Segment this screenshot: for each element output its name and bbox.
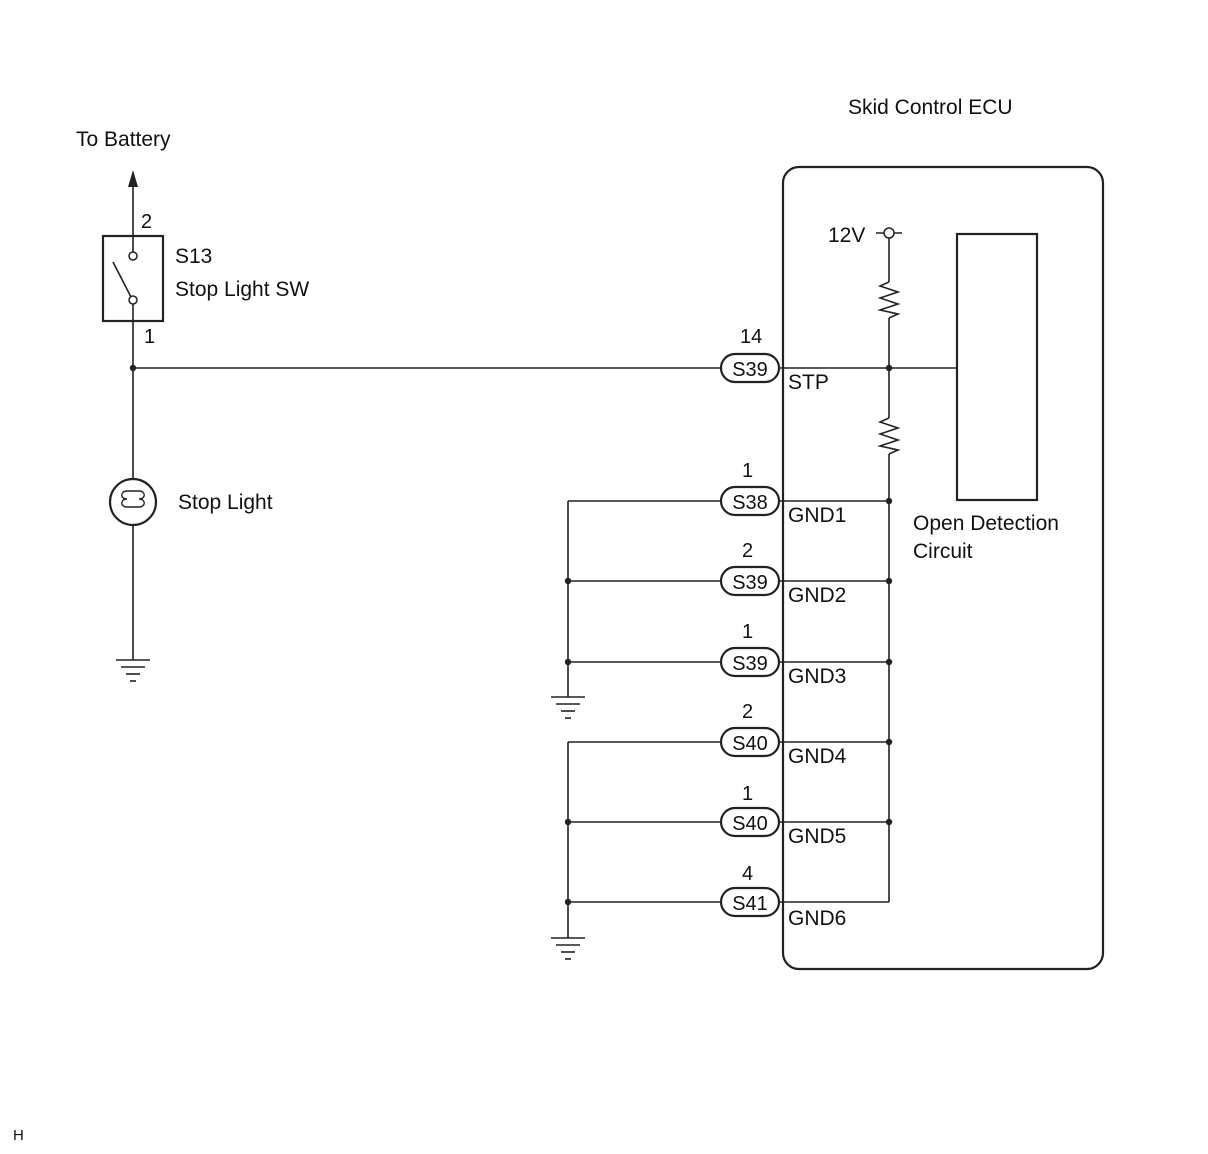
connector-code: S41: [732, 893, 768, 915]
stop-light-switch-icon: [101, 234, 165, 323]
ground-icon: [116, 659, 150, 682]
connector-signal: GND4: [788, 745, 847, 768]
open-detection-circuit-block: [955, 232, 1039, 502]
corner-code-label: H: [13, 1127, 24, 1144]
connector-code: S40: [732, 733, 768, 755]
connector-pin: 2: [742, 701, 753, 723]
connector-signal: GND6: [788, 907, 846, 930]
connector-gnd3: 1 S39 GND3: [719, 621, 846, 688]
connector-signal: GND3: [788, 665, 846, 688]
ecu-box: [781, 165, 1105, 971]
open-detection-label-2: Circuit: [913, 540, 973, 563]
voltage-label: 12V: [828, 224, 865, 247]
connector-signal: STP: [788, 371, 829, 394]
connector-pin: 14: [740, 326, 762, 348]
switch-pin-top: 2: [141, 211, 152, 233]
ground-icon: [551, 937, 585, 960]
connector-pin: 1: [742, 460, 753, 482]
switch-pin-bottom: 1: [144, 326, 155, 348]
connector-code: S38: [732, 492, 768, 514]
connector-code: S39: [732, 653, 768, 675]
connector-signal: GND1: [788, 504, 846, 527]
connector-shell-icon: [719, 352, 781, 384]
ecu-title: Skid Control ECU: [848, 96, 1013, 119]
battery-arrow-icon: [128, 170, 138, 187]
ground-group-lower: [564, 741, 722, 938]
switch-name-label: Stop Light SW: [175, 278, 309, 301]
connector-gnd2: 2 S39 GND2: [719, 540, 846, 607]
ecu-ground-links: [779, 497, 893, 903]
pulldown-resistor-icon: [877, 417, 901, 455]
stop-light-bulb-icon: [108, 477, 158, 527]
connector-signal: GND5: [788, 825, 846, 848]
ground-group-upper: [564, 500, 722, 697]
pullup-resistor-icon: [877, 281, 901, 319]
switch-code-label: S13: [175, 245, 212, 268]
connector-stp: 14 S39 STP: [719, 326, 829, 394]
to-battery-label: To Battery: [76, 128, 171, 151]
connector-pin: 4: [742, 863, 753, 885]
ground-icon: [551, 696, 585, 719]
connector-pin: 1: [742, 621, 753, 643]
voltage-source-icon: [876, 227, 902, 239]
open-detection-label-1: Open Detection: [913, 512, 1059, 535]
connector-pin: 2: [742, 540, 753, 562]
connector-signal: GND2: [788, 584, 846, 607]
connector-code: S39: [732, 572, 768, 594]
connector-pin: 1: [742, 783, 753, 805]
connector-gnd5: 1 S40 GND5: [719, 783, 846, 848]
connector-code: S40: [732, 813, 768, 835]
stop-light-label: Stop Light: [178, 491, 273, 514]
connector-code: S39: [732, 359, 768, 381]
